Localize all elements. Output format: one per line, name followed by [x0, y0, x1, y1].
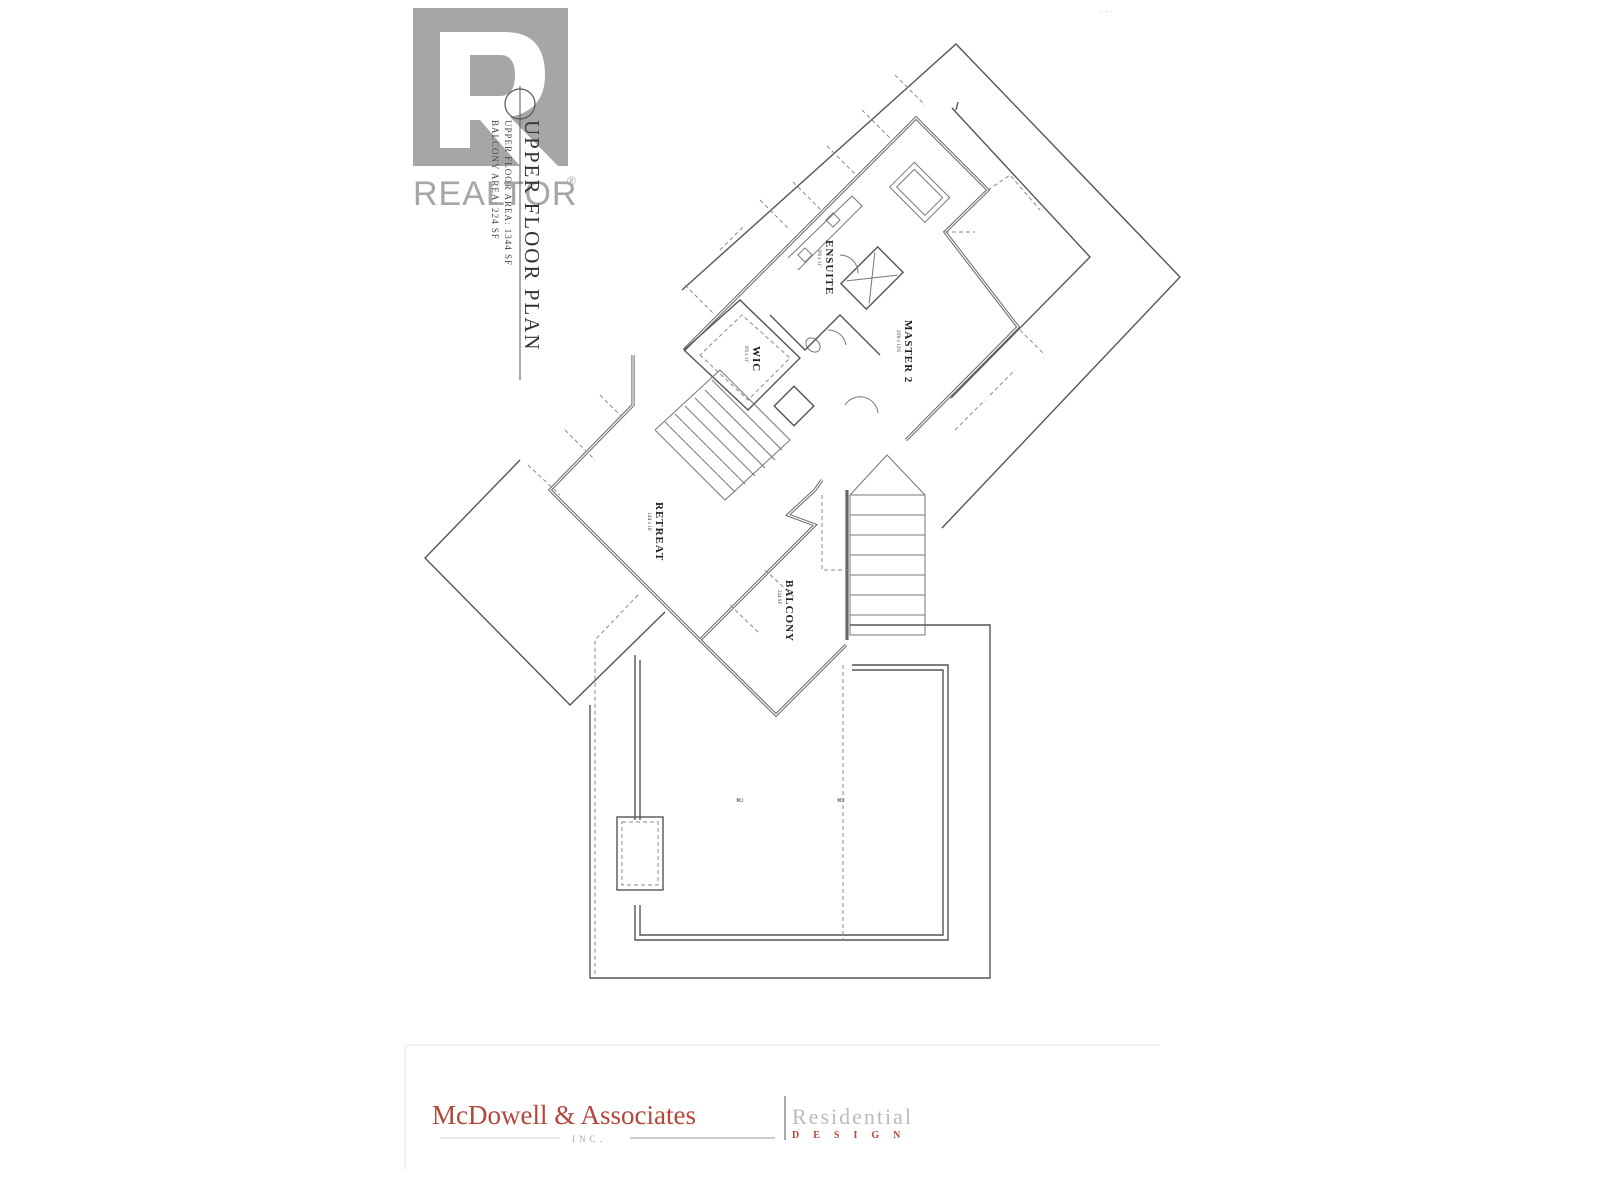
plan-title: UPPER FLOOR PLAN: [520, 120, 544, 352]
svg-text:9'6 x 11': 9'6 x 11': [816, 250, 821, 267]
lower-roof: ⌘2 ⌘2: [589, 624, 991, 979]
north-marker-icon: [504, 86, 536, 380]
svg-text:BALCONY: BALCONY: [783, 580, 795, 642]
svg-text:WIC: WIC: [750, 346, 762, 372]
realtor-r-icon: [440, 32, 558, 166]
company-name: McDowell & Associates: [432, 1100, 696, 1130]
balcony-area-note: BALCONY AREA: 224 SF: [490, 120, 500, 240]
upper-floor-area-note: UPPER FLOOR AREA: 1344 SF: [503, 120, 513, 266]
room-label-wic: WIC 9'6 x 11': [743, 346, 762, 372]
roof-marker: ⌘2: [837, 798, 845, 804]
svg-text:MASTER 2: MASTER 2: [902, 320, 914, 383]
balcony-walls: [698, 569, 848, 718]
retreat-walls: [424, 355, 824, 975]
division-bottom: DESIGN: [792, 1130, 914, 1141]
svg-text:9'6 x 11': 9'6 x 11': [743, 346, 748, 363]
sink-icon: [825, 212, 841, 228]
company-suffix: INC.: [572, 1134, 606, 1144]
roof-outline: [681, 43, 1181, 529]
footer-logo: McDowell & Associates INC. Residential D…: [432, 1096, 914, 1144]
realtor-registered-mark: ®: [567, 174, 576, 188]
svg-text:20'6 x 12'6: 20'6 x 12'6: [895, 330, 900, 352]
master-bedroom-walls: [682, 115, 1041, 442]
toilet-icon: [805, 337, 821, 353]
room-label-retreat: RETREAT 14'4 x 16': [646, 502, 665, 561]
bathtub-icon: [888, 161, 951, 224]
division-top: Residential: [792, 1104, 913, 1129]
corner-mark: - - -: [1100, 7, 1113, 16]
svg-text:224 SF: 224 SF: [776, 590, 781, 605]
sink-icon: [797, 247, 813, 263]
skylight-icon: [616, 816, 664, 891]
room-label-ensuite: ENSUITE 9'6 x 11': [816, 240, 835, 295]
realtor-watermark: REALTOR ®: [413, 8, 577, 213]
svg-text:RETREAT: RETREAT: [653, 502, 665, 561]
svg-text:ENSUITE: ENSUITE: [823, 240, 835, 295]
rafter-tails: [527, 74, 1046, 496]
interior-stair: [654, 369, 791, 501]
roof-marker: ⌘2: [736, 798, 744, 804]
svg-text:14'4 x 16': 14'4 x 16': [646, 512, 651, 531]
room-label-master: MASTER 2 20'6 x 12'6: [895, 320, 914, 383]
title-block: UPPER FLOOR PLAN UPPER FLOOR AREA: 1344 …: [490, 120, 544, 352]
room-label-balcony: BALCONY 224 SF: [776, 580, 795, 642]
walk-in-closet: [683, 299, 815, 427]
realtor-wordmark: REALTOR: [413, 175, 577, 213]
exterior-stair: [821, 454, 926, 640]
shower-icon: [839, 245, 905, 311]
